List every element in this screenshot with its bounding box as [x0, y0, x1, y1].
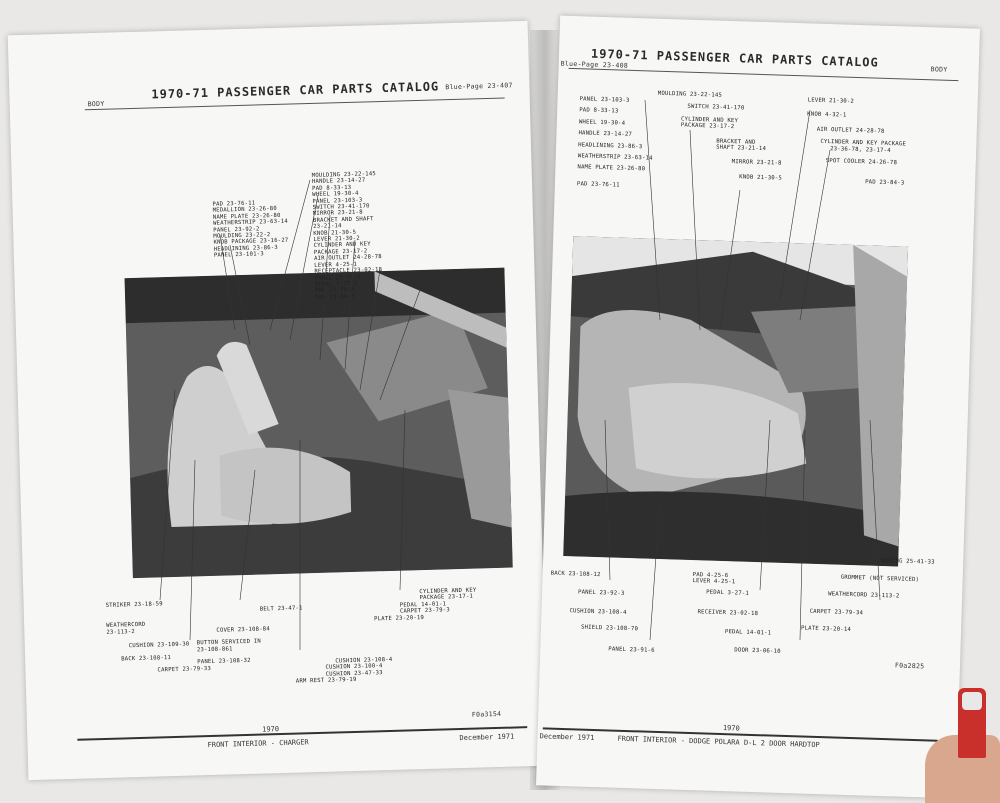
right-page: Blue-Page 23-408 1970-71 PASSENGER CAR P… [536, 15, 980, 799]
marker-cap [962, 692, 982, 710]
left-interior-photo [124, 267, 513, 579]
left-page: BODY 1970-71 PASSENGER CAR PARTS CATALOG… [7, 20, 549, 781]
right-interior-photo [563, 236, 909, 567]
red-marker-pen [958, 688, 986, 758]
